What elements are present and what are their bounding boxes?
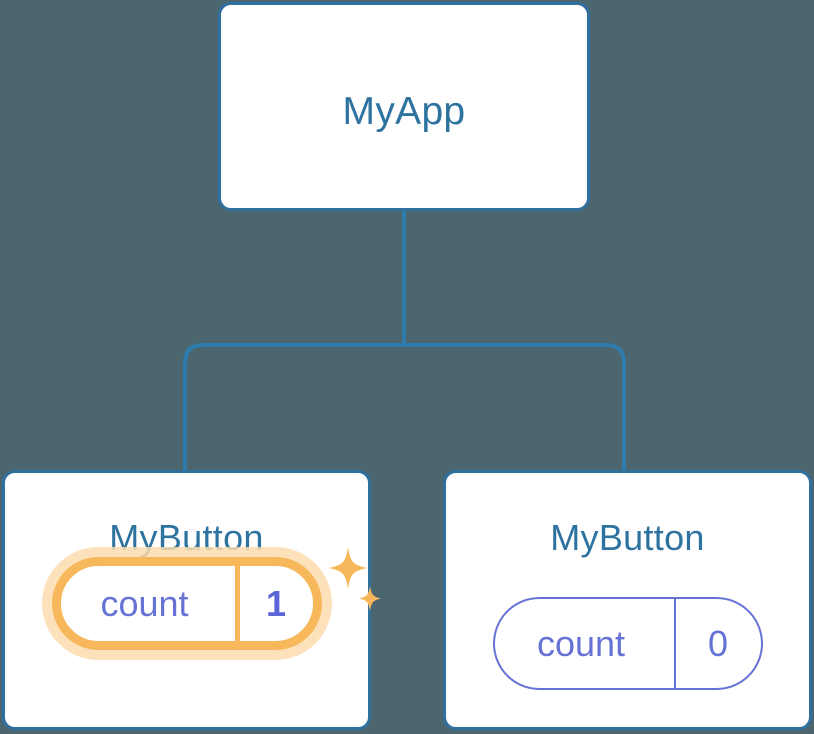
node-myapp-title: MyApp (342, 90, 466, 133)
state-chip-left[interactable]: count 1 (41, 547, 381, 660)
state-chip-left-pill[interactable]: count 1 (51, 557, 322, 650)
state-value-label: 1 (234, 566, 313, 641)
state-chip-right[interactable]: count 0 (492, 597, 763, 690)
node-mybutton-right[interactable]: MyButton count 0 (443, 470, 812, 730)
sparkle-small-icon (358, 586, 381, 611)
state-value-label: 0 (673, 599, 761, 688)
node-myapp[interactable]: MyApp (218, 2, 590, 211)
node-mybutton-left[interactable]: MyButton count 1 (2, 470, 381, 730)
node-mybutton-right-title: MyButton (550, 517, 705, 558)
edge-to-left-child (183, 343, 404, 470)
state-name-label: count (536, 622, 626, 664)
state-chip-right-pill[interactable]: count 0 (492, 597, 763, 690)
edge-to-right-child (404, 343, 626, 470)
state-name-label: count (100, 582, 189, 624)
